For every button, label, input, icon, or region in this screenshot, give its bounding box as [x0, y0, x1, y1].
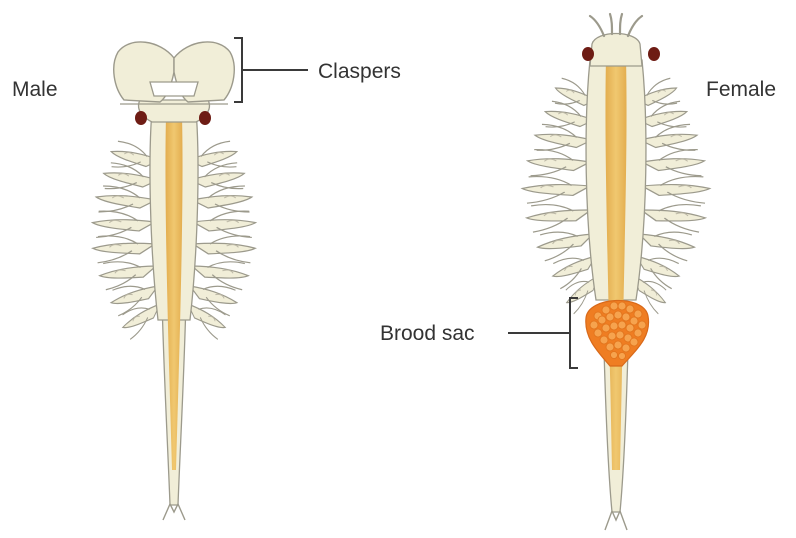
female-tail-fork [605, 511, 627, 530]
male-tail-fork [163, 504, 185, 520]
claspers-bracket [234, 38, 308, 102]
female-head [590, 34, 642, 67]
clasper-base [150, 82, 198, 96]
female-eye-right [648, 47, 660, 61]
label-female: Female [706, 78, 776, 101]
female-antennae [590, 14, 642, 36]
male-eye-right [199, 111, 211, 125]
male-eye-left [135, 111, 147, 125]
brood-sac-bracket [508, 298, 578, 368]
label-claspers: Claspers [318, 60, 401, 83]
female-eye-left [582, 47, 594, 61]
male-head [139, 100, 210, 122]
label-male: Male [12, 78, 58, 101]
female-shrimp [521, 14, 711, 530]
label-brood-sac: Brood sac [380, 322, 475, 345]
male-shrimp [91, 42, 257, 520]
